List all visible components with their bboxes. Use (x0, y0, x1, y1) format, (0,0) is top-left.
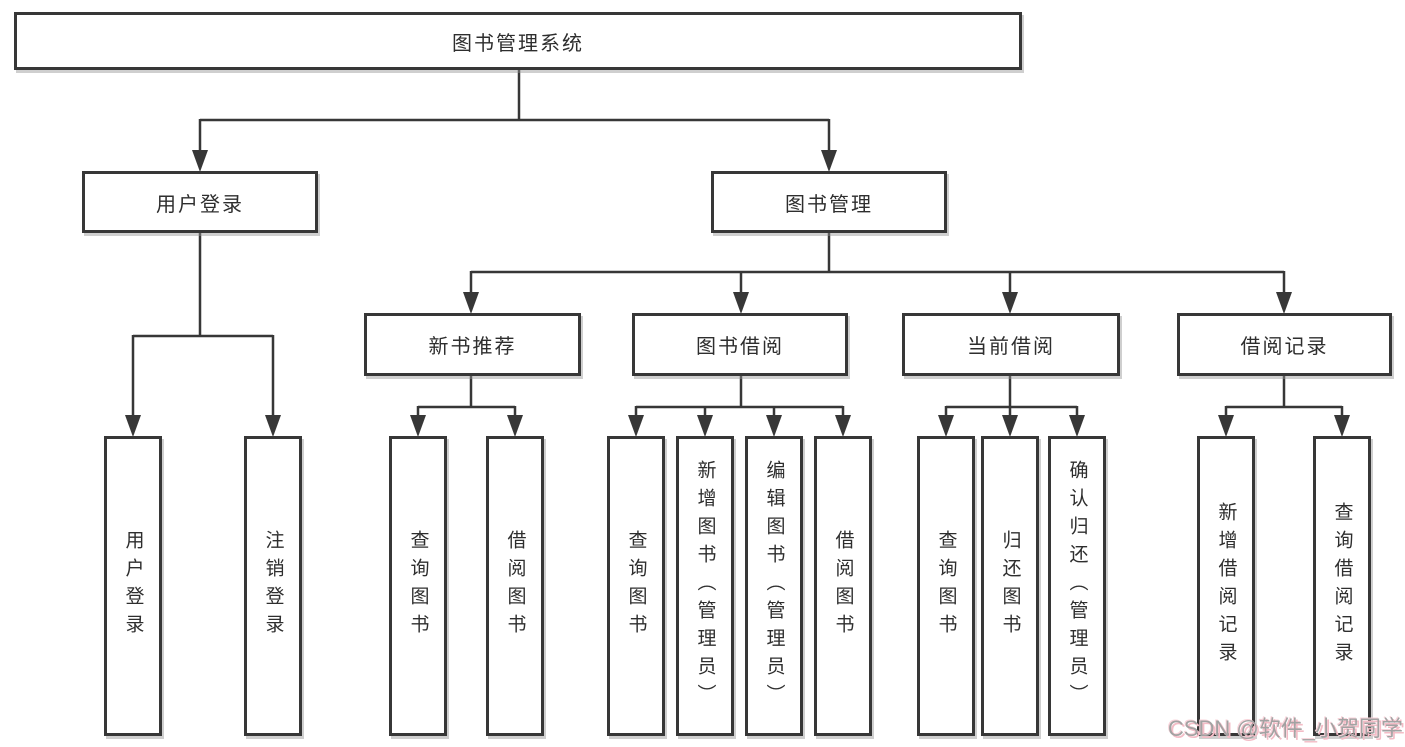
leaf-logout-label: 注销登录 (262, 530, 284, 642)
node-user-login: 用户登录 (82, 171, 318, 233)
node-new-book-recommend-label: 新书推荐 (428, 336, 517, 358)
node-library-system-label: 图书管理系统 (452, 32, 584, 55)
node-book-management-label: 图书管理 (785, 193, 873, 216)
leaf-query-books-current: 查询图书 (917, 436, 975, 736)
leaf-query-books-recommend: 查询图书 (389, 436, 447, 736)
leaf-query-borrow-record: 查询借阅记录 (1313, 436, 1371, 736)
leaf-add-book-admin-label: 新增图书（管理员） (694, 460, 716, 712)
leaf-query-books-recommend-label: 查询图书 (407, 530, 429, 642)
leaf-borrow-books: 借阅图书 (814, 436, 872, 736)
arrowhead-icons (125, 150, 1350, 437)
node-book-borrow-label: 图书借阅 (696, 336, 784, 358)
leaf-logout: 注销登录 (244, 436, 302, 736)
node-user-login-label: 用户登录 (156, 193, 244, 216)
leaf-user-login: 用户登录 (104, 436, 162, 736)
node-book-borrow: 图书借阅 (632, 313, 848, 376)
leaf-user-login-label: 用户登录 (122, 530, 144, 642)
csdn-watermark: CSDN @软件_小贺同学 (1167, 716, 1403, 741)
node-current-borrow-label: 当前借阅 (967, 336, 1055, 358)
leaf-borrow-books-recommend: 借阅图书 (486, 436, 544, 736)
node-book-management: 图书管理 (711, 171, 947, 233)
leaf-return-book-label: 归还图书 (999, 530, 1021, 642)
leaf-borrow-books-label: 借阅图书 (832, 530, 854, 642)
leaf-edit-book-admin-label: 编辑图书（管理员） (763, 460, 785, 712)
leaf-query-books-current-label: 查询图书 (935, 530, 957, 642)
leaf-return-book: 归还图书 (981, 436, 1039, 736)
leaf-add-borrow-record-label: 新增借阅记录 (1215, 502, 1237, 670)
node-library-system: 图书管理系统 (14, 12, 1022, 70)
leaf-borrow-books-recommend-label: 借阅图书 (504, 530, 526, 642)
leaf-confirm-return-admin: 确认归还（管理员） (1048, 436, 1106, 736)
node-borrow-records: 借阅记录 (1177, 313, 1392, 376)
node-current-borrow: 当前借阅 (902, 313, 1120, 376)
leaf-add-borrow-record: 新增借阅记录 (1197, 436, 1255, 736)
leaf-confirm-return-admin-label: 确认归还（管理员） (1066, 460, 1088, 712)
node-borrow-records-label: 借阅记录 (1240, 336, 1329, 358)
leaf-add-book-admin: 新增图书（管理员） (676, 436, 734, 736)
leaf-query-borrow-record-label: 查询借阅记录 (1331, 502, 1353, 670)
node-new-book-recommend: 新书推荐 (364, 313, 581, 376)
leaf-query-books-borrow: 查询图书 (607, 436, 665, 736)
leaf-edit-book-admin: 编辑图书（管理员） (745, 436, 803, 736)
leaf-query-books-borrow-label: 查询图书 (625, 530, 647, 642)
